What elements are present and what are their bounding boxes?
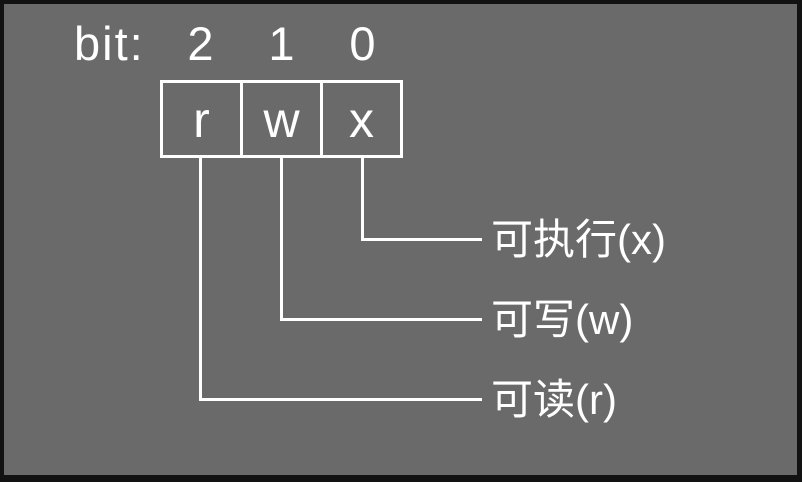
- legend-writable: 可写(w): [491, 296, 634, 343]
- box-read: r: [193, 92, 210, 148]
- connector-vertical-write: [280, 158, 283, 321]
- box-write: w: [240, 83, 320, 155]
- connector-vertical-read: [199, 158, 202, 401]
- bit-number-2: 2: [187, 17, 214, 70]
- bit-number-row: 2 1 0: [160, 18, 403, 70]
- connector-horizontal-execute: [361, 238, 482, 241]
- connector-horizontal-read: [199, 398, 482, 401]
- connector-vertical-execute: [361, 158, 364, 241]
- legend-readable: 可读(r): [491, 376, 617, 423]
- bit-number-1: 1: [268, 17, 295, 70]
- legend-executable: 可执行(x): [491, 216, 666, 263]
- bit-number-0: 0: [349, 17, 376, 70]
- permission-boxes: r w x: [160, 80, 403, 158]
- box-execute: x: [320, 83, 400, 155]
- connector-horizontal-write: [280, 318, 482, 321]
- bit-header-label: bit:: [74, 17, 145, 70]
